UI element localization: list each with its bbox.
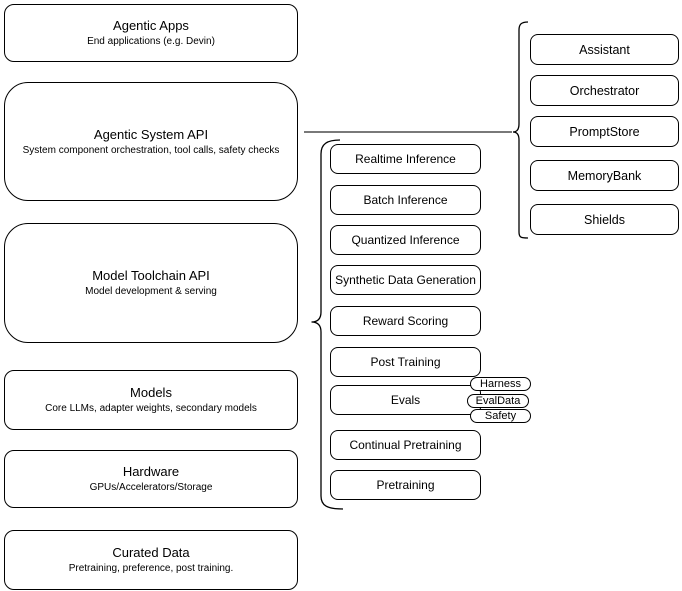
toolchain-item-batch-inference: Batch Inference — [330, 185, 481, 215]
box-title: Agentic System API — [93, 126, 209, 142]
toolchain-item-evals: Evals — [330, 385, 481, 415]
component-orchestrator: Orchestrator — [530, 75, 679, 106]
evals-tag-evaldata: EvalData — [467, 394, 529, 408]
evals-tag-harness: Harness — [470, 377, 531, 391]
box-title: Hardware — [122, 464, 180, 479]
box-title: Curated Data — [112, 545, 190, 560]
component-shields: Shields — [530, 204, 679, 235]
system-components-brace — [512, 21, 529, 239]
box-model-toolchain-api: Model Toolchain API Model development & … — [4, 223, 298, 343]
toolchain-item-pretraining: Pretraining — [330, 470, 481, 500]
box-title: Models — [130, 385, 172, 400]
toolchain-item-post-training: Post Training — [330, 347, 481, 377]
box-title: Agentic Apps — [113, 18, 189, 33]
box-agentic-apps: Agentic Apps End applications (e.g. Devi… — [4, 4, 298, 62]
toolchain-item-realtime-inference: Realtime Inference — [330, 144, 481, 174]
toolchain-brace — [311, 139, 344, 510]
box-curated-data: Curated Data Pretraining, preference, po… — [4, 530, 298, 590]
box-subtitle: End applications (e.g. Devin) — [87, 36, 215, 47]
box-subtitle: Core LLMs, adapter weights, secondary mo… — [45, 403, 257, 414]
evals-tag-safety: Safety — [470, 409, 531, 423]
box-models: Models Core LLMs, adapter weights, secon… — [4, 370, 298, 430]
box-subtitle: System component orchestration, tool cal… — [22, 144, 280, 156]
box-agentic-system-api: Agentic System API System component orch… — [4, 82, 298, 201]
toolchain-item-synthetic-data-generation: Synthetic Data Generation — [330, 265, 481, 295]
toolchain-item-continual-pretraining: Continual Pretraining — [330, 430, 481, 460]
box-subtitle: Model development & serving — [85, 286, 217, 297]
toolchain-item-reward-scoring: Reward Scoring — [330, 306, 481, 336]
component-assistant: Assistant — [530, 34, 679, 65]
box-subtitle: GPUs/Accelerators/Storage — [89, 482, 213, 493]
box-hardware: Hardware GPUs/Accelerators/Storage — [4, 450, 298, 508]
component-memorybank: MemoryBank — [530, 160, 679, 191]
component-promptstore: PromptStore — [530, 116, 679, 147]
box-subtitle: Pretraining, preference, post training. — [68, 563, 234, 574]
box-title: Model Toolchain API — [92, 268, 210, 283]
toolchain-item-quantized-inference: Quantized Inference — [330, 225, 481, 255]
